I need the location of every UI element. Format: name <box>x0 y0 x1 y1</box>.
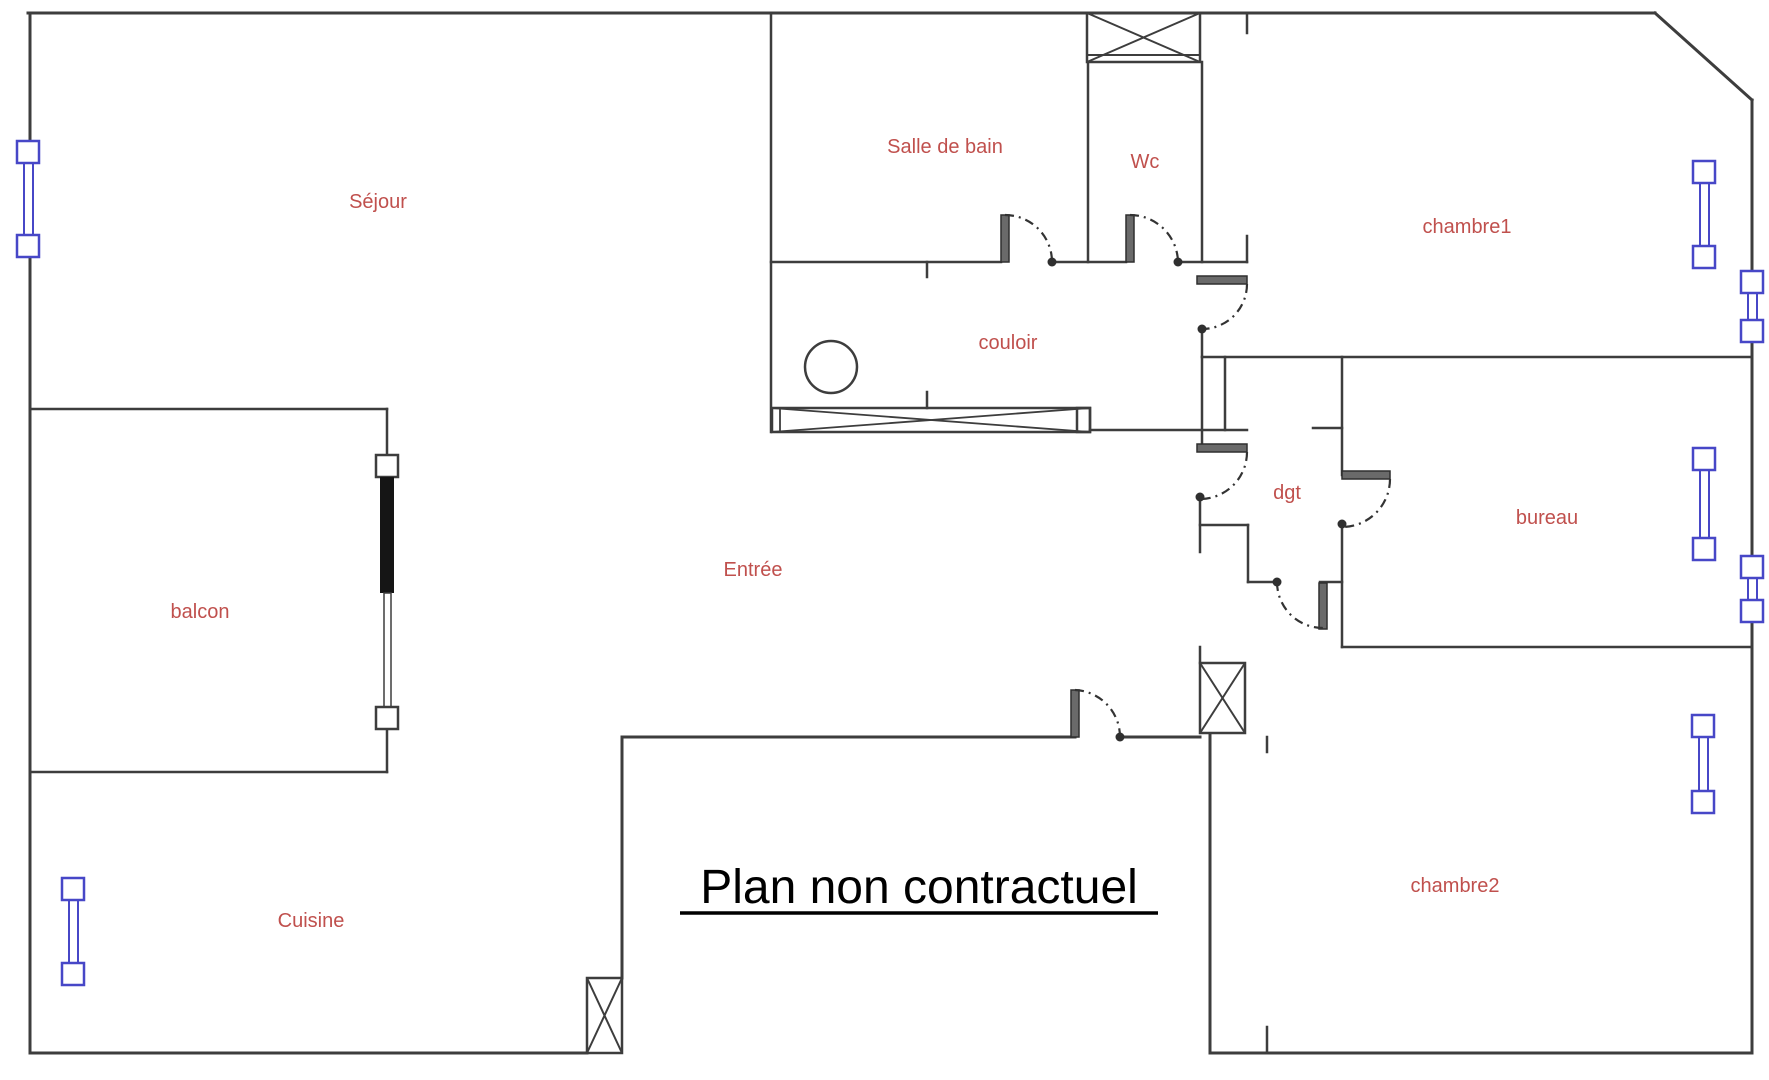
door-jamb-icon <box>374 453 400 479</box>
door-arc-icon <box>1074 688 1122 738</box>
door-panel-icon <box>380 477 394 593</box>
room-labels: Séjour Salle de bain Wc chambre1 couloir… <box>171 136 1579 932</box>
duct-shafts <box>585 11 1247 1055</box>
door-leaf-icon <box>1070 689 1080 738</box>
room-label-dgt: dgt <box>1273 482 1301 504</box>
duct-shaft-icon <box>1198 661 1247 735</box>
door-glass-icon <box>383 592 392 708</box>
door-leaf-icon <box>1196 443 1248 453</box>
circle-fixture-icon <box>803 339 859 395</box>
door-jamb-icon <box>374 705 400 731</box>
radiator-icon <box>1691 159 1717 270</box>
door-dot-icon <box>1115 732 1125 742</box>
door-dot-icon <box>1173 257 1183 267</box>
door-leaf-icon <box>1125 214 1135 263</box>
wall-chamfer <box>1652 10 1755 103</box>
duct-shaft-icon <box>1085 11 1202 64</box>
room-label-wc: Wc <box>1131 151 1160 173</box>
room-label-chambre1: chambre1 <box>1423 216 1512 238</box>
duct-shaft-icon <box>585 976 624 1055</box>
room-label-chambre2: chambre2 <box>1411 875 1500 897</box>
plan-title-group: Plan non contractuel <box>680 861 1158 915</box>
window-icon <box>15 139 41 259</box>
door-leaf-icon <box>1000 214 1010 263</box>
plan-title: Plan non contractuel <box>700 861 1138 914</box>
door-dot-icon <box>1272 577 1282 587</box>
door-arc-icon <box>1129 213 1180 263</box>
room-label-bureau: bureau <box>1516 507 1578 529</box>
door-leaf-icon <box>1196 275 1248 285</box>
room-label-salle-de-bain: Salle de bain <box>887 136 1003 158</box>
room-label-balcon: balcon <box>171 601 230 623</box>
door-hinge-dots <box>1047 257 1347 742</box>
window-icon <box>1739 554 1765 624</box>
door-dot-icon <box>1047 257 1057 267</box>
door-swing-arcs <box>1004 213 1392 738</box>
radiator-icon <box>1691 446 1717 562</box>
door-dot-icon <box>1197 324 1207 334</box>
room-label-cuisine: Cuisine <box>278 910 345 932</box>
door-dot-icon <box>1337 519 1347 529</box>
balcony-door <box>374 453 400 731</box>
room-label-couloir: couloir <box>979 332 1038 354</box>
door-arc-icon <box>1004 213 1054 263</box>
door-arc-icon <box>1199 451 1249 501</box>
door-dot-icon <box>1195 492 1205 502</box>
glazed-partition-icon <box>770 406 1092 434</box>
radiator-icon <box>60 876 86 987</box>
door-arc-icon <box>1201 283 1249 331</box>
door-leaves <box>1000 214 1391 738</box>
window-symbols <box>15 139 1765 987</box>
door-arc-icon <box>1341 478 1392 529</box>
window-icon <box>1739 269 1765 344</box>
radiator-icon <box>1690 713 1716 815</box>
room-label-sejour: Séjour <box>349 191 407 213</box>
door-leaf-icon <box>1318 582 1328 630</box>
door-leaf-icon <box>1341 470 1391 480</box>
room-label-entree: Entrée <box>724 559 783 581</box>
door-arc-icon <box>1275 581 1324 630</box>
